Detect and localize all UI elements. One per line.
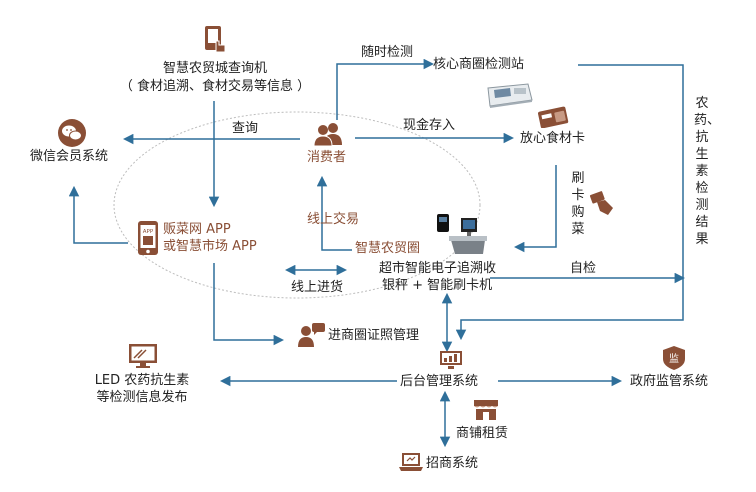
edge-label-query: 查询 bbox=[232, 121, 259, 136]
kiosk-title: 智慧农贸城查询机 bbox=[162, 61, 267, 76]
edge-random-check bbox=[336, 58, 435, 120]
edge-app-wechat bbox=[68, 185, 128, 244]
smart-market-label: 智慧农贸圈 bbox=[355, 241, 421, 256]
swipe-card-hand-icon bbox=[589, 190, 615, 216]
edge-swipe bbox=[513, 165, 557, 253]
edge-label-online-restock: 线上进货 bbox=[291, 280, 344, 295]
license-label: 进商圈证照管理 bbox=[328, 328, 420, 343]
consumer-label: 消费者 bbox=[307, 150, 347, 165]
testing-machine-icon bbox=[484, 78, 534, 108]
shop-rent-label: 商铺租赁 bbox=[456, 426, 509, 441]
inspection-station-label: 核心商圈检测站 bbox=[433, 57, 525, 72]
shop-icon bbox=[473, 399, 499, 421]
edge-label-random-check: 随时检测 bbox=[361, 45, 414, 60]
investment-label: 招商系统 bbox=[426, 456, 479, 471]
edge-label-test-results: 农药、抗生素检测结果 bbox=[694, 96, 721, 247]
gov-label: 政府监管系统 bbox=[630, 374, 709, 389]
phone-app-icon: APP bbox=[137, 220, 159, 256]
edge-online-trade bbox=[316, 175, 352, 251]
person-chat-icon bbox=[298, 322, 326, 348]
people-icon bbox=[313, 121, 343, 147]
app-label-line2: 或智慧市场 APP bbox=[163, 239, 257, 254]
edge-app-license bbox=[213, 263, 285, 346]
backend-label: 后台管理系统 bbox=[400, 374, 479, 389]
edge-label-online-trade: 线上交易 bbox=[307, 212, 360, 227]
touch-kiosk-icon bbox=[204, 25, 226, 55]
smart-market-ellipse bbox=[113, 111, 481, 299]
scale-pos-icon bbox=[435, 212, 487, 258]
svg-text:APP: APP bbox=[143, 229, 154, 235]
laptop-icon bbox=[399, 452, 423, 472]
supervision-badge-icon: 监 bbox=[661, 345, 687, 371]
led-label-line1: LED 农药抗生素 bbox=[94, 373, 190, 388]
scale-label-line1: 超市智能电子追溯收 bbox=[379, 261, 497, 276]
tv-screen-icon bbox=[128, 343, 158, 369]
app-label-line1: 贩菜网 APP bbox=[163, 222, 231, 237]
led-label-line2: 等检测信息发布 bbox=[96, 390, 188, 405]
wechat-label: 微信会员系统 bbox=[30, 149, 109, 164]
card-icon bbox=[538, 104, 570, 129]
kiosk-subtitle: （ 食材追溯、食材交易等信息 ） bbox=[119, 79, 311, 94]
edge-label-self-check: 自检 bbox=[570, 261, 597, 276]
edge-test-results bbox=[455, 64, 684, 341]
wechat-icon bbox=[57, 118, 87, 148]
food-card-label: 放心食材卡 bbox=[520, 131, 586, 146]
scale-label-line2: 银秤 + 智能刷卡机 bbox=[382, 278, 493, 293]
monitor-chart-icon bbox=[439, 350, 463, 370]
edge-label-swipe-buy: 刷卡购菜 bbox=[571, 171, 585, 237]
svg-text:监: 监 bbox=[669, 352, 679, 365]
edge-label-cash-deposit: 现金存入 bbox=[403, 118, 456, 133]
